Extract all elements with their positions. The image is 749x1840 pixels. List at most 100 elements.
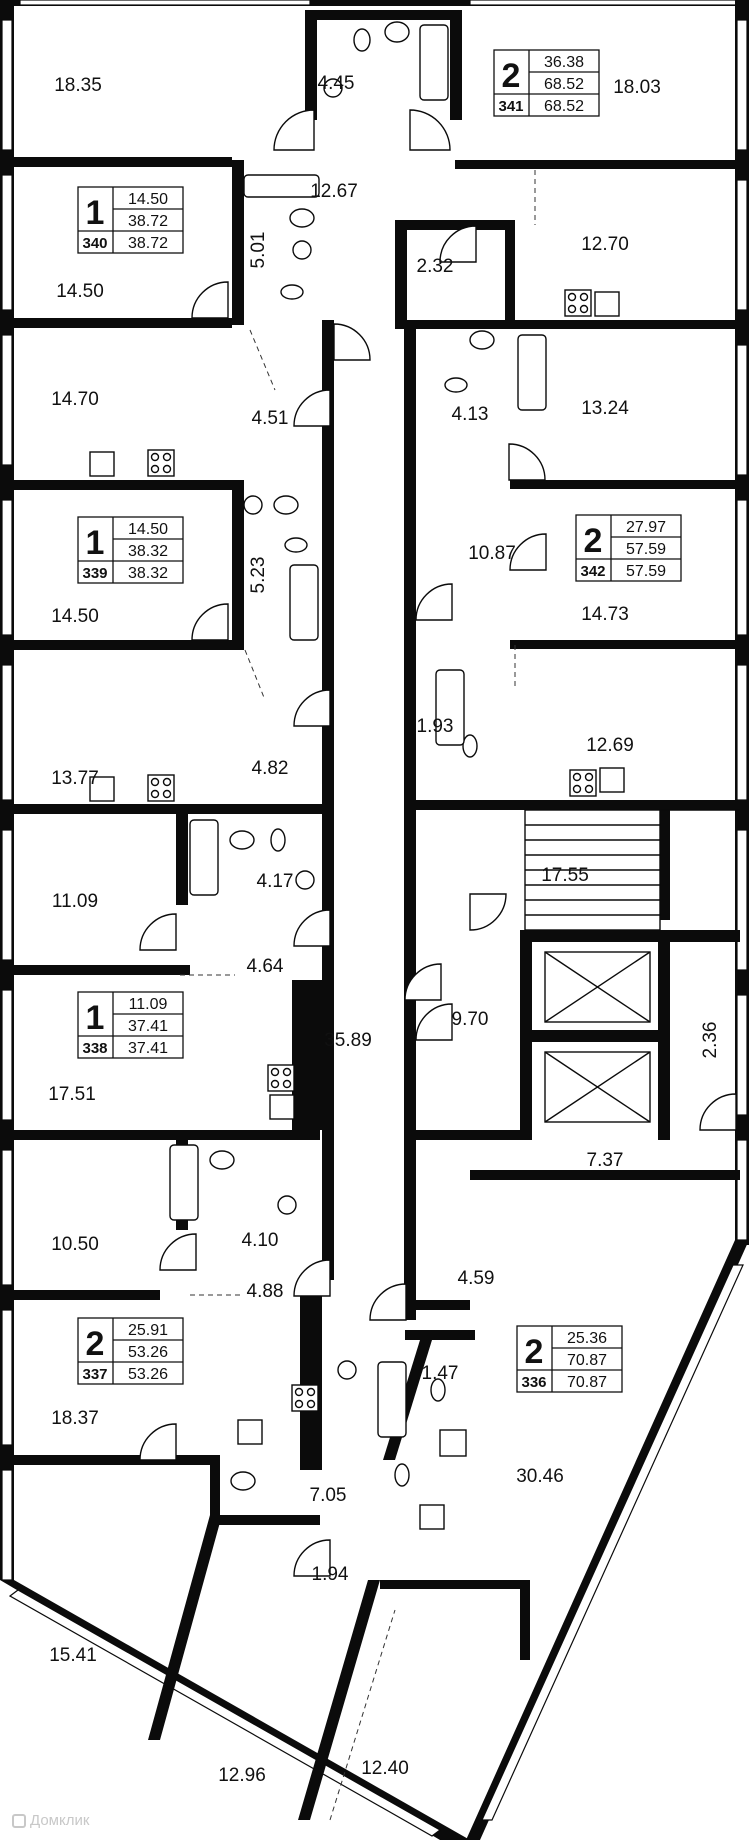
apartment-card-336: 2 336 25.36 70.87 70.87 [516,1325,623,1393]
card-total-area: 53.26 [128,1344,168,1361]
room-area-25: 35.89 [324,1030,372,1051]
card-rooms-count: 1 [86,194,105,232]
card-rooms-count: 1 [86,999,105,1037]
card-apartment-number: 338 [82,1040,107,1057]
room-area-13: 10.87 [468,543,516,564]
room-area-8: 12.70 [581,234,629,255]
room-area-24: 4.64 [247,956,284,977]
card-apartment-number: 336 [521,1374,546,1391]
card-frame [493,49,600,117]
staircase [524,809,661,931]
card-frame [575,514,682,582]
watermark-text: Домклик [30,1812,90,1829]
elevators [544,951,651,1123]
room-area-32: 4.88 [247,1281,284,1302]
room-area-15: 5.23 [248,557,269,594]
card-apartment-number: 341 [498,98,523,115]
room-area-16: 14.73 [581,604,629,625]
room-area-1: 18.35 [54,75,102,96]
watermark: Домклик [12,1812,89,1829]
card-total-area: 38.32 [128,543,168,560]
room-area-17: 13.77 [51,768,99,789]
card-frame [77,1317,184,1385]
room-area-29: 7.37 [587,1150,624,1171]
room-area-39: 1.94 [312,1564,349,1585]
card-rooms-count: 2 [86,1325,105,1363]
plumbing-fixtures [169,21,547,1491]
room-area-9: 14.70 [51,389,99,410]
card-apartment-number: 340 [82,235,107,252]
card-living-area: 36.38 [544,54,584,71]
card-apartment-number: 339 [82,565,107,582]
card-living-area: 11.09 [129,996,168,1013]
apartment-card-341: 2 341 36.38 68.52 68.52 [493,49,600,117]
room-area-14: 14.50 [51,606,99,627]
card-total-area: 70.87 [567,1352,607,1369]
room-area-23: 4.17 [257,871,294,892]
room-area-10: 4.51 [252,408,289,429]
card-total-area: 37.41 [128,1018,168,1035]
room-area-7: 2.32 [417,256,454,277]
card-frame [77,516,184,584]
room-area-40: 12.96 [218,1765,266,1786]
card-rooms-count: 2 [502,57,521,95]
room-area-12: 13.24 [581,398,629,419]
card-total-area-alt: 53.26 [128,1366,168,1383]
room-area-3: 18.03 [613,77,661,98]
room-area-11: 4.13 [452,404,489,425]
apartment-cards: 234136.3868.5268.52134014.5038.7238.7213… [77,49,682,1393]
card-living-area: 14.50 [128,191,168,208]
card-total-area-alt: 37.41 [128,1040,168,1057]
room-area-37: 7.05 [310,1485,347,1506]
room-area-30: 10.50 [51,1234,99,1255]
interior-walls [0,10,749,1820]
card-rooms-count: 1 [86,524,105,562]
room-area-2: 4.45 [318,73,355,94]
card-total-area: 68.52 [544,76,584,93]
room-area-38: 15.41 [49,1645,97,1666]
room-area-22: 11.09 [52,891,98,912]
room-area-18: 4.82 [252,758,289,779]
card-total-area-alt: 38.72 [128,235,168,252]
card-total-area-alt: 38.32 [128,565,168,582]
domclick-logo-icon [12,1814,26,1828]
card-rooms-count: 2 [584,522,603,560]
room-area-41: 12.40 [361,1758,409,1779]
card-total-area-alt: 68.52 [544,98,584,115]
apartment-card-337: 2 337 25.91 53.26 53.26 [77,1317,184,1385]
room-area-33: 4.59 [458,1268,495,1289]
card-total-area: 38.72 [128,213,168,230]
card-frame [77,186,184,254]
room-area-4: 12.67 [310,181,358,202]
room-area-31: 4.10 [242,1230,279,1251]
room-area-27: 2.36 [700,1022,721,1059]
card-total-area: 57.59 [626,541,666,558]
card-living-area: 25.36 [567,1330,607,1347]
card-apartment-number: 337 [82,1366,107,1383]
card-total-area-alt: 70.87 [567,1374,607,1391]
card-living-area: 27.97 [626,519,666,536]
apartment-card-340: 1 340 14.50 38.72 38.72 [77,186,184,254]
room-area-35: 18.37 [51,1408,99,1429]
room-area-19: 1.93 [417,716,454,737]
room-area-6: 5.01 [248,232,269,269]
room-area-36: 30.46 [516,1466,564,1487]
card-rooms-count: 2 [525,1333,544,1371]
doors [139,109,737,1577]
card-frame [77,991,184,1059]
card-total-area-alt: 57.59 [626,563,666,580]
kitchen-fixtures [89,289,625,1530]
apartment-card-342: 2 342 27.97 57.59 57.59 [575,514,682,582]
room-area-28: 17.51 [48,1084,96,1105]
card-apartment-number: 342 [580,563,605,580]
card-living-area: 25.91 [128,1322,168,1339]
room-area-26: 9.70 [452,1009,489,1030]
apartment-card-338: 1 338 11.09 37.41 37.41 [77,991,184,1059]
room-area-21: 17.55 [541,865,589,886]
card-frame [516,1325,623,1393]
room-area-34: 1.47 [422,1363,459,1384]
